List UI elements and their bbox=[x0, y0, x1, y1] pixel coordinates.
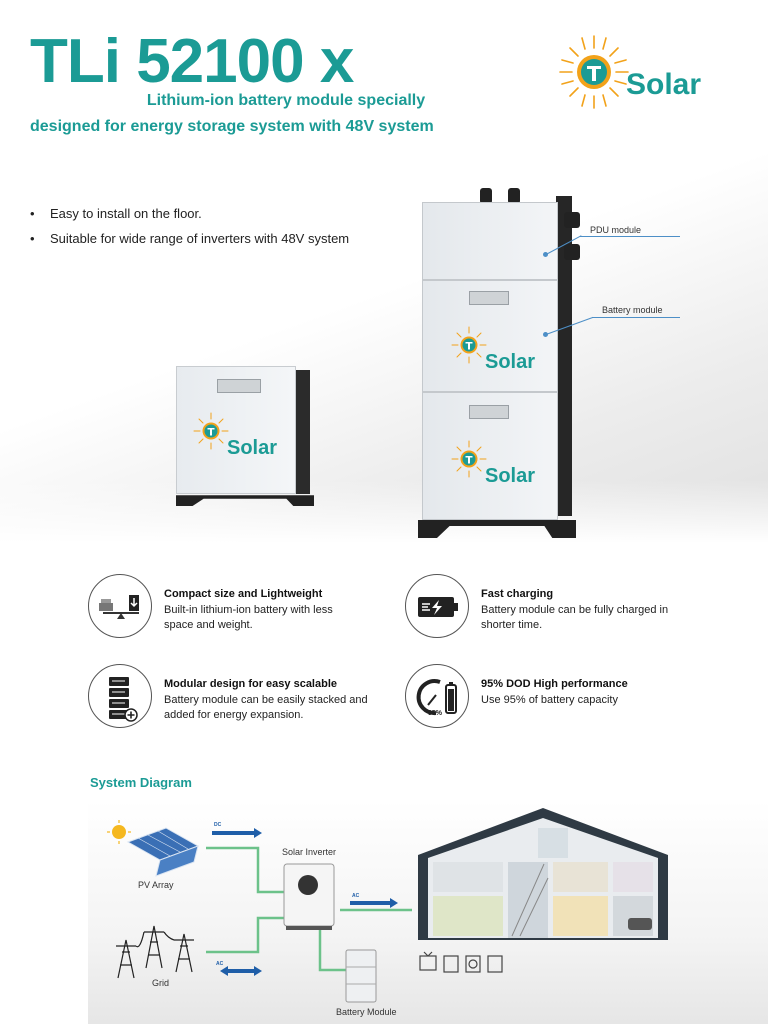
feature-title: 95% DOD High performance bbox=[481, 678, 628, 690]
grid-tower-icon bbox=[116, 925, 194, 979]
ac-grid-tag: AC bbox=[216, 961, 224, 967]
terminal-knob bbox=[480, 188, 492, 204]
dc-tag: DC bbox=[214, 822, 222, 828]
pv-array-label: PV Array bbox=[138, 880, 174, 890]
callout-dot-pdu bbox=[543, 252, 548, 257]
feature-modular: Modular design for easy scalable Battery… bbox=[88, 664, 428, 744]
battery-front: Solar bbox=[176, 366, 296, 494]
battery-module-icon bbox=[345, 949, 377, 1003]
module-brand-text: Solar bbox=[485, 465, 536, 487]
stacked-battery-unit: Solar Solar bbox=[418, 186, 580, 538]
bullet-item: Suitable for wide range of inverters wit… bbox=[30, 231, 349, 246]
feature-title: Compact size and Lightweight bbox=[164, 588, 323, 600]
brand-name: Solar bbox=[626, 68, 702, 101]
battery-module-label: Battery Module bbox=[336, 1007, 397, 1017]
module-brand-text: Solar bbox=[485, 351, 536, 373]
side-connector bbox=[564, 244, 580, 260]
callout-dot-battery bbox=[543, 332, 548, 337]
pdu-module bbox=[422, 202, 558, 280]
sun-logo-icon bbox=[193, 412, 229, 450]
small-battery-unit: Solar bbox=[176, 366, 316, 506]
feature-fast-charging: Fast charging Battery module can be full… bbox=[405, 574, 745, 654]
bullet-item: Easy to install on the floor. bbox=[30, 206, 349, 221]
feature-title: Modular design for easy scalable bbox=[164, 678, 338, 690]
inverter-icon bbox=[283, 863, 335, 930]
feature-desc: Battery module can be easily stacked and… bbox=[164, 694, 368, 721]
ac-house-tag: AC bbox=[352, 893, 360, 899]
pv-array-icon bbox=[126, 827, 200, 877]
subtitle-line-2: designed for energy storage system with … bbox=[30, 118, 434, 135]
sun-logo-icon bbox=[451, 440, 487, 478]
grid-label: Grid bbox=[152, 978, 170, 988]
page-title: TLi 52100 x bbox=[30, 27, 354, 96]
battery-rack-side bbox=[556, 196, 572, 516]
scale-icon bbox=[88, 574, 152, 638]
module-brand-text: Solar bbox=[227, 437, 278, 459]
callout-line-battery-h bbox=[592, 317, 680, 318]
feature-desc: Battery module can be fully charged in s… bbox=[481, 604, 669, 631]
callout-pdu-module: PDU module bbox=[590, 225, 642, 235]
terminal-knob bbox=[508, 188, 520, 204]
stack-modules-icon bbox=[88, 664, 152, 728]
gauge-battery-icon: 95% bbox=[405, 664, 469, 728]
side-connector bbox=[564, 212, 580, 228]
feature-compact: Compact size and Lightweight Built-in li… bbox=[88, 574, 428, 654]
sun-logo-icon bbox=[451, 326, 487, 364]
inverter-label: Solar Inverter bbox=[282, 847, 337, 857]
callout-line-pdu-h bbox=[580, 236, 680, 237]
sun-icon bbox=[112, 825, 126, 839]
battery-display-panel bbox=[469, 405, 509, 419]
callout-battery-module: Battery module bbox=[602, 305, 663, 315]
battery-module: Solar bbox=[422, 280, 558, 392]
subtitle-line-1: Lithium-ion battery module specially bbox=[146, 92, 426, 109]
dod-percent-label: 95% bbox=[428, 710, 443, 717]
feature-title: Fast charging bbox=[481, 588, 554, 600]
brand-logo: Solar bbox=[556, 32, 716, 112]
battery-side bbox=[296, 370, 310, 494]
feature-desc: Built-in lithium-ion battery with less s… bbox=[164, 604, 333, 631]
hero-floor bbox=[0, 480, 768, 570]
feature-desc: Use 95% of battery capacity bbox=[481, 694, 618, 706]
feature-dod: 95% 95% DOD High performance Use 95% of … bbox=[405, 664, 745, 744]
system-diagram-graphic bbox=[107, 808, 668, 1003]
battery-display-panel bbox=[469, 291, 509, 305]
feature-bullets: Easy to install on the floor. Suitable f… bbox=[30, 206, 349, 256]
battery-module: Solar bbox=[422, 392, 558, 520]
battery-charging-icon bbox=[405, 574, 469, 638]
system-diagram-title: System Diagram bbox=[90, 775, 192, 790]
system-diagram: PV Array Solar Inverter Grid Battery Mod… bbox=[88, 800, 768, 1024]
house-icon bbox=[418, 808, 668, 940]
battery-display-panel bbox=[217, 379, 261, 393]
appliance-icons bbox=[419, 951, 503, 973]
sun-logo-icon bbox=[559, 35, 629, 109]
